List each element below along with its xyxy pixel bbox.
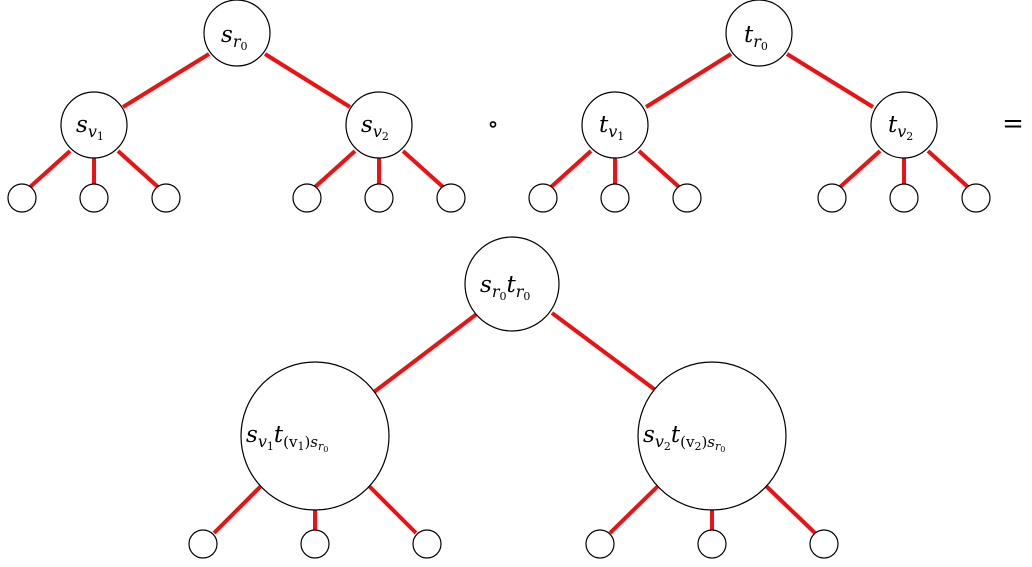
edge <box>372 311 480 394</box>
edge <box>366 483 418 535</box>
leaf-node <box>889 183 919 213</box>
edge <box>263 52 352 109</box>
edge <box>116 149 160 189</box>
equals-operator: = <box>1002 109 1024 139</box>
edge <box>644 52 733 109</box>
tree-t-left-label: tv1 <box>599 112 624 143</box>
edge <box>313 149 357 189</box>
leaf-node <box>412 529 442 559</box>
leaf-node <box>188 529 218 559</box>
leaf-node <box>79 183 109 213</box>
tree-result-right-node <box>637 361 787 511</box>
tree-result: sr0tr0 sv1t(v1)sr0 sv2t(v2)sr0 <box>188 236 839 559</box>
compose-operator: ∘ <box>487 110 499 138</box>
tree-s-root-label: sr0 <box>221 22 247 53</box>
leaf-node <box>585 529 615 559</box>
leaf-node <box>528 183 558 213</box>
leaf-node <box>600 183 630 213</box>
leaf-node <box>672 183 702 213</box>
tree-t-left-node <box>581 91 649 159</box>
leaf-node <box>961 183 991 213</box>
leaf-node <box>436 183 466 213</box>
leaf-node <box>151 183 181 213</box>
edge <box>637 149 681 189</box>
edge <box>212 483 264 535</box>
edge <box>785 52 875 109</box>
tree-t-root-node <box>725 0 793 67</box>
tree-t-right-node <box>870 91 938 159</box>
leaf-node <box>697 529 727 559</box>
tree-s-right-node <box>345 91 413 159</box>
tree-result-root-node <box>464 236 560 332</box>
edge <box>926 149 970 189</box>
leaf-node <box>7 183 37 213</box>
edge <box>549 149 593 189</box>
tree-result-right-label: sv2t(v2)sr0 <box>643 422 725 454</box>
tree-t: tr0 tv1 tv2 <box>528 0 991 213</box>
edge <box>608 483 661 535</box>
tree-s-left-label: sv1 <box>76 112 104 143</box>
tree-result-root-label: sr0tr0 <box>480 272 530 303</box>
leaf-node <box>364 183 394 213</box>
tree-t-root-label: tr0 <box>744 22 768 53</box>
tree-result-left-label: sv1t(v1)sr0 <box>246 422 328 454</box>
tree-t-right-label: tv2 <box>888 112 913 143</box>
leaf-node <box>817 183 847 213</box>
leaf-node <box>292 183 322 213</box>
edge <box>401 149 445 189</box>
leaf-node <box>300 529 330 559</box>
leaf-node <box>809 529 839 559</box>
edge <box>28 149 72 189</box>
edge <box>763 483 817 535</box>
tree-result-left-node <box>240 361 390 511</box>
tree-s: sr0 sv1 sv2 <box>7 0 466 213</box>
edge <box>838 149 882 189</box>
tree-s-root-node <box>203 0 271 67</box>
tree-s-left-node <box>60 91 128 159</box>
edge <box>121 52 211 109</box>
tree-s-right-label: sv2 <box>361 112 389 143</box>
edge <box>550 311 660 394</box>
